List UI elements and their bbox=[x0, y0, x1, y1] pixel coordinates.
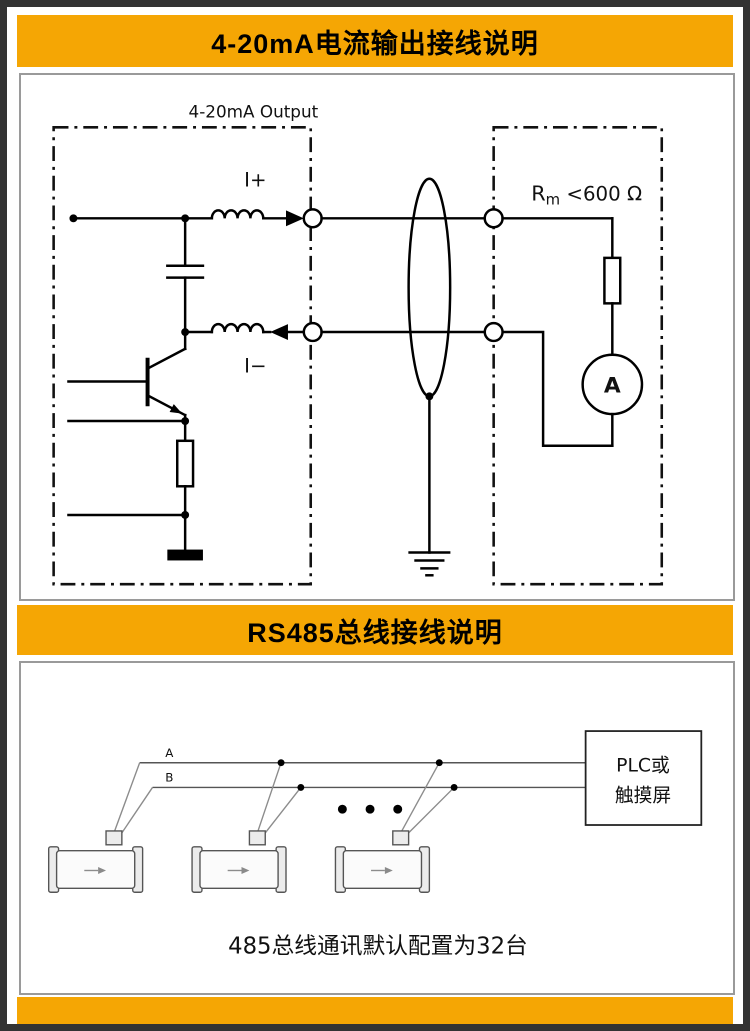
plc-box bbox=[584, 730, 703, 826]
bus-a-label: A bbox=[165, 746, 174, 760]
terminal-receiver-minus bbox=[483, 321, 504, 343]
receiver-enclosure-outline bbox=[492, 126, 664, 586]
transistor bbox=[67, 330, 187, 417]
current-arrow-out-icon bbox=[286, 210, 304, 227]
current-output-circuit-diagram: 4-20mA Output I+ I− Rm <600 Ω A bbox=[52, 101, 664, 586]
current-arrow-return-icon bbox=[270, 324, 288, 340]
ammeter-label: A bbox=[604, 373, 621, 398]
inductor-top bbox=[210, 209, 265, 220]
cable-shield bbox=[407, 177, 452, 398]
load-resistor bbox=[603, 256, 622, 305]
flow-direction-arrow-icon bbox=[98, 867, 107, 874]
iplus-label: I+ bbox=[244, 169, 266, 192]
flow-meter-device bbox=[47, 830, 144, 893]
more-devices-ellipsis-icon bbox=[337, 804, 403, 814]
inductor-bottom bbox=[210, 322, 265, 334]
terminal-receiver-plus bbox=[483, 208, 504, 229]
plc-label-line2: 触摸屏 bbox=[615, 784, 671, 806]
ground-bar bbox=[167, 549, 203, 561]
circuit-diagram-panel-420ma: 4-20mA Output I+ I− Rm <600 Ω A bbox=[19, 73, 735, 601]
section-title-rs485-text: RS485总线接线说明 bbox=[247, 617, 503, 648]
load-resistance-label: Rm <600 Ω bbox=[531, 182, 642, 209]
flow-meter-device bbox=[191, 830, 287, 893]
output-label: 4-20mA Output bbox=[189, 101, 319, 121]
plc-label-line1: PLC或 bbox=[616, 755, 670, 777]
flow-direction-arrow-icon bbox=[384, 867, 393, 874]
earth-ground-icon bbox=[408, 551, 451, 577]
terminal-iplus bbox=[302, 208, 323, 229]
bus-tap-dot bbox=[435, 759, 443, 767]
bottom-accent-bar bbox=[17, 997, 733, 1024]
rs485-diagram-panel: A B bbox=[19, 661, 735, 995]
bus-b-label: B bbox=[165, 771, 173, 785]
emitter-resistor bbox=[175, 439, 195, 488]
flow-direction-arrow-icon bbox=[241, 867, 250, 874]
bus-tap-dot bbox=[297, 783, 305, 791]
iminus-label: I− bbox=[244, 355, 266, 378]
bus-tap-dot bbox=[450, 783, 458, 791]
rs485-bus-diagram: A B bbox=[47, 730, 703, 960]
section-title-420ma: 4-20mA电流输出接线说明 bbox=[17, 15, 733, 67]
terminal-iminus bbox=[302, 321, 323, 343]
section-title-420ma-text: 4-20mA电流输出接线说明 bbox=[211, 28, 539, 59]
section-title-rs485: RS485总线接线说明 bbox=[17, 605, 733, 655]
bus-tap-dot bbox=[277, 759, 285, 767]
bus-capacity-caption: 485总线通讯默认配置为32台 bbox=[228, 934, 528, 960]
transmitter-enclosure-outline bbox=[52, 126, 313, 586]
flow-meter-device bbox=[334, 830, 431, 893]
